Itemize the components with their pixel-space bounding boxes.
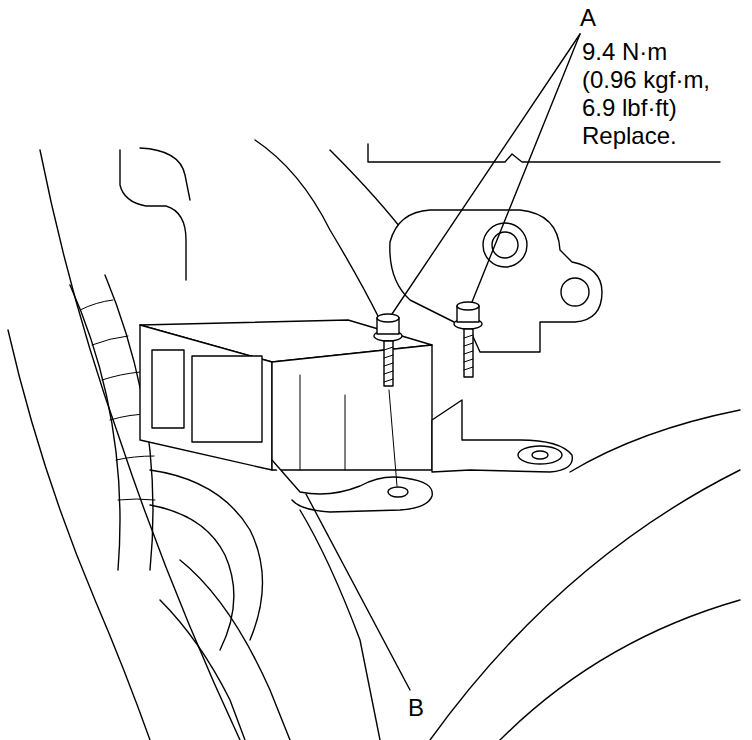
wire-harness	[118, 499, 155, 500]
wire-harness	[70, 285, 120, 570]
mounting-bracket	[500, 600, 740, 740]
mounting-bracket	[388, 487, 408, 497]
wire-harness	[116, 456, 154, 460]
srs-unit	[152, 350, 184, 428]
mounting-bracket	[518, 446, 562, 464]
upper-bracket	[561, 278, 589, 306]
mounting-bracket	[570, 410, 740, 472]
bolt	[389, 390, 397, 486]
mounting-bracket	[430, 470, 740, 740]
bolt	[384, 347, 393, 382]
bolt	[464, 335, 473, 370]
bolt	[374, 302, 482, 486]
wire-harness	[160, 600, 245, 740]
bolt	[377, 314, 399, 322]
srs-unit	[345, 395, 346, 470]
upper-bracket	[492, 232, 518, 258]
wire-harness	[102, 372, 140, 380]
mounting-bracket	[272, 400, 740, 740]
leader-line	[306, 34, 580, 690]
mounting-bracket	[272, 460, 432, 512]
bolt	[457, 302, 479, 310]
upper-bracket	[390, 210, 602, 352]
replace-note: Replace.	[582, 122, 677, 150]
console-outline	[120, 150, 186, 280]
console-outline	[255, 140, 380, 320]
srs-unit	[272, 345, 432, 470]
srs-unit	[192, 356, 262, 442]
srs-unit	[300, 375, 301, 470]
callout-letter: B	[408, 694, 424, 722]
torque-spec: 9.4 N·m (0.96 kgf·m, 6.9 lbf·ft)	[582, 38, 718, 122]
callout-letter: A	[580, 4, 596, 32]
mounting-bracket	[300, 510, 380, 740]
srs-unit	[140, 325, 272, 470]
console-outline	[140, 148, 190, 200]
upper-bracket	[483, 223, 527, 267]
wire-harness	[150, 505, 234, 650]
mounting-bracket	[432, 400, 572, 472]
bolt	[384, 341, 393, 386]
mounting-bracket	[532, 451, 548, 459]
srs-unit	[140, 320, 432, 470]
upper-bracket	[390, 210, 602, 352]
wire-harness	[92, 336, 128, 345]
leader-line	[306, 494, 410, 690]
wire-harness	[150, 470, 263, 640]
wire-harness	[80, 300, 113, 310]
bolt	[464, 329, 473, 377]
leader-line	[392, 34, 580, 314]
console-outline	[8, 330, 150, 740]
leader-line	[472, 34, 580, 302]
